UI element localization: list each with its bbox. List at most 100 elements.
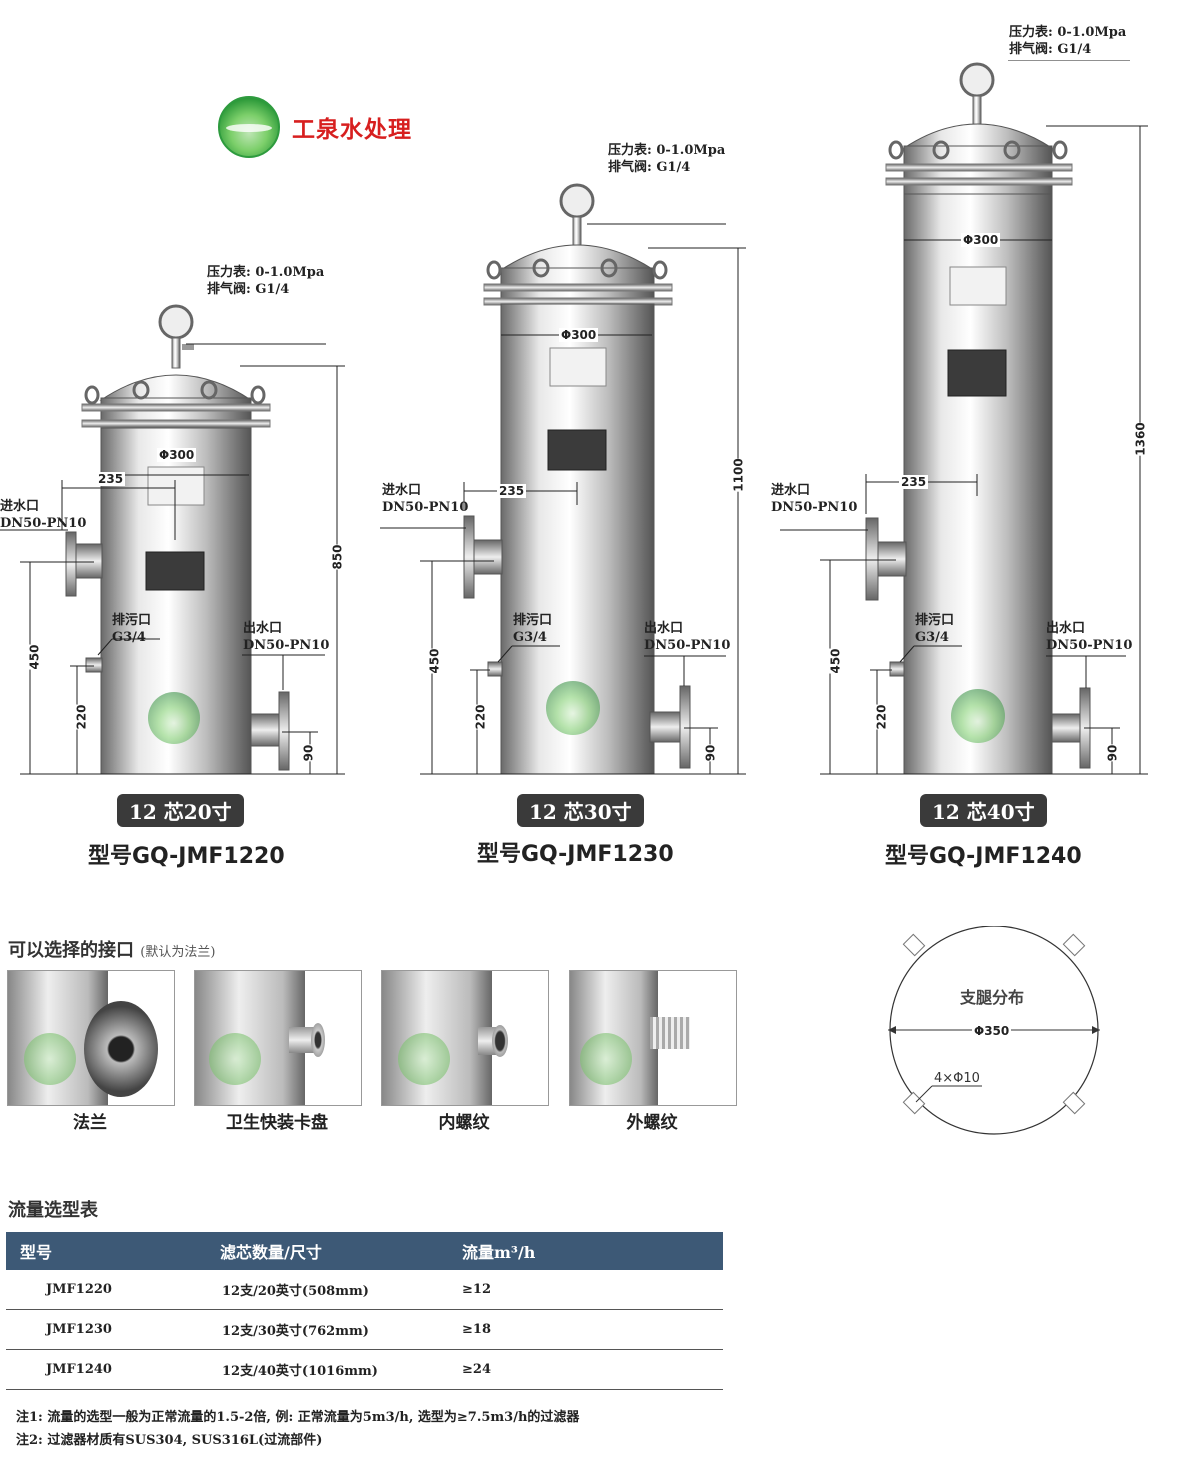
outlet-height-dim: 90 — [1105, 744, 1120, 762]
cell-model: JMF1220 — [6, 1270, 206, 1310]
table-row: JMF1220 12支/20英寸(508mm) ≥12 — [6, 1270, 723, 1310]
filter-diagram-1230 — [380, 183, 746, 775]
drain-callout-3: 排污口 G3/4 — [915, 612, 954, 646]
cell-model: JMF1230 — [6, 1309, 206, 1350]
inlet-height-dim: 450 — [27, 644, 42, 670]
leg-distribution-diagram — [888, 926, 1100, 1135]
vent-label: 排气阀: G1/4 — [207, 282, 290, 297]
filter-diagram-1220 — [0, 304, 345, 775]
outlet-spec: DN50-PN10 — [644, 638, 731, 653]
leg-distribution-title: 支腿分布 — [960, 988, 1025, 1007]
cell-cartridge: 12支/30英寸(762mm) — [206, 1309, 448, 1350]
column-header-model: 型号 — [6, 1232, 206, 1270]
cell-flow: ≥12 — [448, 1270, 723, 1310]
connection-male-thread-image — [569, 970, 737, 1106]
inlet-label: 进水口 — [382, 483, 422, 498]
drain-height-dim: 220 — [874, 704, 889, 730]
pressure-gauge-icon — [158, 304, 194, 340]
drain-spec: G3/4 — [513, 630, 547, 645]
cell-flow: ≥24 — [448, 1349, 723, 1390]
inlet-height-dim: 450 — [427, 648, 442, 674]
flow-selection-table: 型号 滤芯数量/尺寸 流量m³/h JMF1220 12支/20英寸(508mm… — [6, 1232, 723, 1390]
inlet-spec: DN50-PN10 — [771, 500, 858, 515]
inlet-callout-3: 进水口 DN50-PN10 — [771, 482, 857, 516]
inlet-callout-1: 进水口 DN50-PN10 — [0, 498, 86, 532]
inlet-callout-2: 进水口 DN50-PN10 — [382, 482, 468, 516]
cell-model: JMF1240 — [6, 1349, 206, 1390]
gauge-label: 压力表: 0-1.0Mpa — [608, 143, 726, 158]
inlet-offset-dim: 235 — [497, 484, 527, 498]
outlet-label: 出水口 — [243, 621, 283, 636]
inlet-offset-dim: 235 — [899, 475, 929, 489]
vent-label: 排气阀: G1/4 — [1009, 42, 1092, 57]
filter-badge-1: 12 芯20寸 — [117, 794, 244, 827]
table-row: JMF1240 12支/40英寸(1016mm) ≥24 — [6, 1349, 723, 1390]
drain-label: 排污口 — [513, 613, 553, 628]
outlet-spec: DN50-PN10 — [1046, 638, 1133, 653]
drain-spec: G3/4 — [112, 630, 146, 645]
outlet-height-dim: 90 — [301, 744, 316, 762]
model-name-2: 型号GQ-JMF1230 — [477, 842, 674, 867]
total-height-dim: 1360 — [1133, 422, 1148, 456]
drain-height-dim: 220 — [74, 704, 89, 730]
connection-clamp-image — [194, 970, 362, 1106]
filter-badge-3: 12 芯40寸 — [920, 794, 1047, 827]
connections-title-note: (默认为法兰) — [140, 945, 216, 960]
drain-height-dim: 220 — [473, 704, 488, 730]
total-height-dim: 850 — [330, 544, 345, 570]
table-header-row: 型号 滤芯数量/尺寸 流量m³/h — [6, 1232, 723, 1270]
diameter-dim: Φ300 — [961, 233, 1001, 247]
outlet-callout-1: 出水口 DN50-PN10 — [243, 620, 329, 654]
inlet-label: 进水口 — [771, 483, 811, 498]
connections-title-text: 可以选择的接口 — [8, 940, 134, 961]
connection-label-flange: 法兰 — [73, 1113, 107, 1133]
outlet-height-dim: 90 — [703, 744, 718, 762]
filter-badge-2: 12 芯30寸 — [517, 794, 644, 827]
outlet-label: 出水口 — [644, 621, 684, 636]
connection-label-male-thread: 外螺纹 — [626, 1113, 678, 1133]
column-header-cartridge: 滤芯数量/尺寸 — [206, 1232, 448, 1270]
inlet-height-dim: 450 — [828, 648, 843, 674]
vent-label: 排气阀: G1/4 — [608, 160, 691, 175]
table-row: JMF1230 12支/30英寸(762mm) ≥18 — [6, 1309, 723, 1350]
cell-cartridge: 12支/20英寸(508mm) — [206, 1270, 448, 1310]
connection-label-female-thread: 内螺纹 — [438, 1113, 490, 1133]
note-2: 注2: 过滤器材质有SUS304, SUS316L(过流部件) — [16, 1433, 323, 1448]
flow-table-title: 流量选型表 — [8, 1200, 98, 1221]
pressure-gauge-icon — [559, 183, 595, 219]
brand: 工泉水处理 — [218, 96, 412, 158]
connections-title: 可以选择的接口 (默认为法兰) — [8, 936, 215, 962]
drain-label: 排污口 — [112, 613, 152, 628]
leg-circle-diameter: Φ350 — [972, 1024, 1012, 1038]
brand-logo-icon — [218, 96, 280, 158]
connection-female-thread-image — [381, 970, 549, 1106]
gauge-callout-1: 压力表: 0-1.0Mpa 排气阀: G1/4 — [207, 264, 324, 298]
gauge-callout-3: 压力表: 0-1.0Mpa 排气阀: G1/4 — [1009, 24, 1126, 58]
cell-flow: ≥18 — [448, 1309, 723, 1350]
gauge-callout-2: 压力表: 0-1.0Mpa 排气阀: G1/4 — [608, 142, 725, 176]
gauge-label: 压力表: 0-1.0Mpa — [207, 265, 325, 280]
drain-label: 排污口 — [915, 613, 955, 628]
diameter-dim: Φ300 — [559, 328, 599, 342]
leg-hole-spec: 4×Φ10 — [934, 1071, 980, 1086]
inlet-label: 进水口 — [0, 499, 40, 514]
inlet-offset-dim: 235 — [96, 472, 126, 486]
column-header-flow: 流量m³/h — [448, 1232, 723, 1270]
connection-flange-image — [7, 970, 175, 1106]
pressure-gauge-icon — [959, 62, 995, 98]
drain-callout-1: 排污口 G3/4 — [112, 612, 151, 646]
total-height-dim: 1100 — [731, 458, 746, 492]
drain-callout-2: 排污口 G3/4 — [513, 612, 552, 646]
gauge-label: 压力表: 0-1.0Mpa — [1009, 25, 1127, 40]
connection-label-clamp: 卫生快装卡盘 — [226, 1113, 328, 1133]
model-name-1: 型号GQ-JMF1220 — [88, 844, 285, 869]
model-name-3: 型号GQ-JMF1240 — [885, 844, 1082, 869]
diameter-dim: Φ300 — [157, 448, 197, 462]
outlet-spec: DN50-PN10 — [243, 638, 330, 653]
drain-spec: G3/4 — [915, 630, 949, 645]
note-1: 注1: 流量的选型一般为正常流量的1.5-2倍, 例: 正常流量为5m3/h, … — [16, 1410, 580, 1425]
outlet-callout-2: 出水口 DN50-PN10 — [644, 620, 730, 654]
cell-cartridge: 12支/40英寸(1016mm) — [206, 1349, 448, 1390]
inlet-spec: DN50-PN10 — [0, 516, 87, 531]
inlet-spec: DN50-PN10 — [382, 500, 469, 515]
